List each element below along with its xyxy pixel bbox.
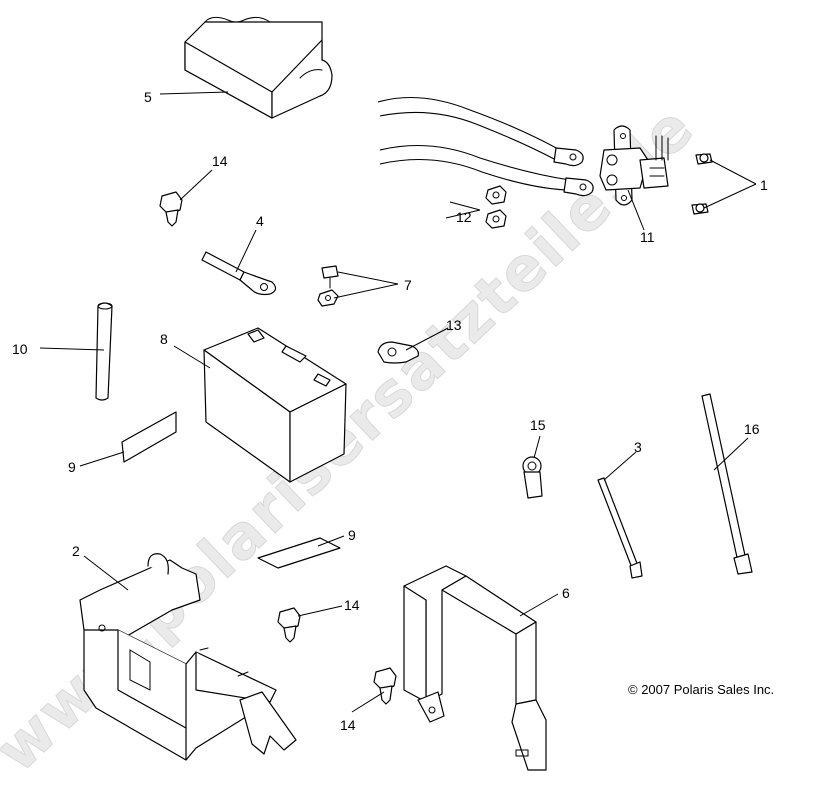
part-11-solenoid xyxy=(599,125,669,206)
callout-5: 5 xyxy=(144,89,152,105)
callout-4: 4 xyxy=(256,213,264,229)
part-4-ground-cable xyxy=(201,251,277,296)
part-12-nuts xyxy=(485,185,507,229)
part-10-tube xyxy=(95,302,113,401)
part-14-bolt-a xyxy=(159,191,183,227)
part-14-bolt-b xyxy=(277,607,301,643)
part-5-module xyxy=(184,16,333,119)
callout-14a: 14 xyxy=(212,153,228,169)
part-6-bracket xyxy=(403,565,547,771)
callout-labels: 1 2 3 4 5 6 7 8 9 9 10 11 12 13 14 14 14… xyxy=(12,89,768,733)
callout-9b: 9 xyxy=(348,527,356,543)
part-9-label-a xyxy=(121,411,177,463)
part-2-battery-tray xyxy=(79,553,297,761)
leader-lines xyxy=(39,91,757,713)
callout-12: 12 xyxy=(456,209,472,225)
callout-1: 1 xyxy=(760,177,768,193)
part-8-battery xyxy=(203,327,347,483)
callout-3: 3 xyxy=(634,439,642,455)
callout-14c: 14 xyxy=(340,717,356,733)
callout-11: 11 xyxy=(640,229,655,245)
part-14-bolt-c xyxy=(373,667,397,705)
callout-6: 6 xyxy=(562,585,570,601)
callout-14b: 14 xyxy=(344,597,360,613)
part-13-terminal xyxy=(377,341,419,364)
copyright-notice: © 2007 Polaris Sales Inc. xyxy=(628,682,774,697)
part-7-bolt-nut xyxy=(317,265,339,307)
callout-9a: 9 xyxy=(68,459,76,475)
part-16-cable-tie xyxy=(701,393,753,575)
callout-13: 13 xyxy=(446,317,462,333)
callout-10: 10 xyxy=(12,341,28,357)
part-1-screws xyxy=(691,153,713,215)
battery-cables xyxy=(377,96,594,197)
part-15-connector xyxy=(522,456,543,499)
part-3-cable-tie xyxy=(597,477,643,579)
callout-2: 2 xyxy=(72,543,80,559)
callout-8: 8 xyxy=(160,331,168,347)
callout-15: 15 xyxy=(530,417,546,433)
callout-7: 7 xyxy=(404,277,412,293)
callout-16: 16 xyxy=(744,421,760,437)
